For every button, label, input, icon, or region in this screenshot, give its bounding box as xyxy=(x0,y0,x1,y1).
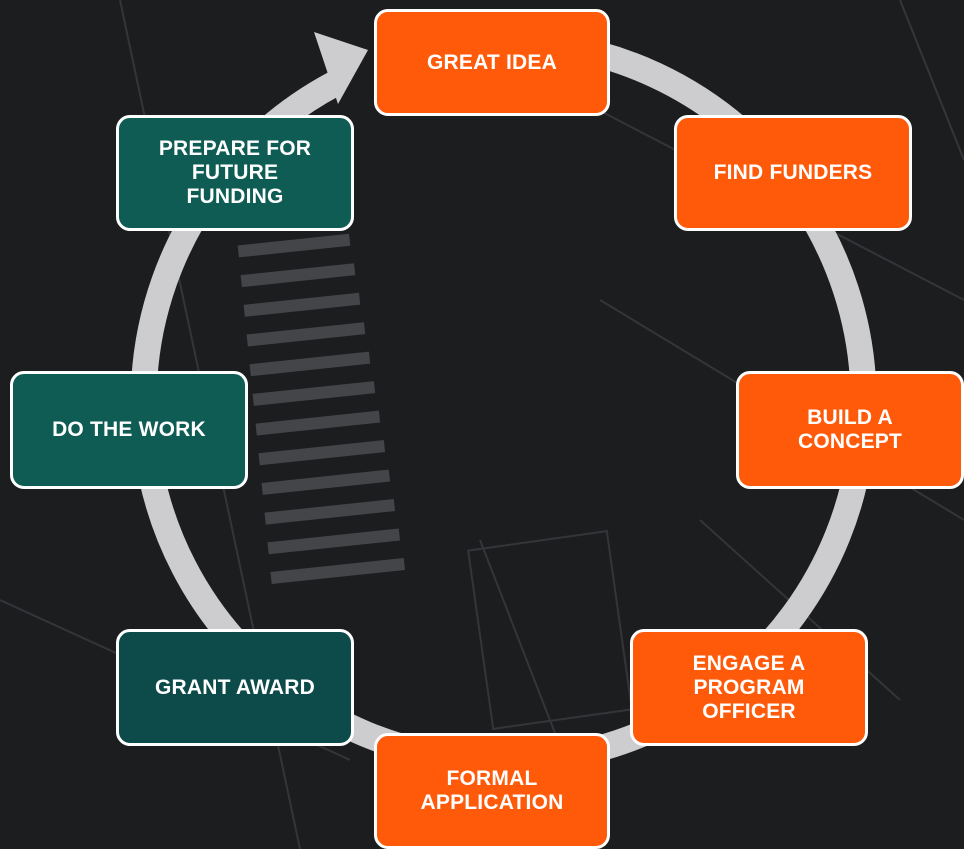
step-formal-application: FORMAL APPLICATION xyxy=(374,733,610,849)
step-grant-award: GRANT AWARD xyxy=(116,629,354,746)
step-prepare-for-future-funding: PREPARE FOR FUTURE FUNDING xyxy=(116,115,354,231)
step-great-idea: GREAT IDEA xyxy=(374,9,610,116)
cycle-arrow-head xyxy=(314,32,368,104)
background-stripes xyxy=(234,204,405,584)
step-do-the-work: DO THE WORK xyxy=(10,371,248,489)
step-engage-a-program-officer: ENGAGE A PROGRAM OFFICER xyxy=(630,629,868,746)
step-find-funders: FIND FUNDERS xyxy=(674,115,912,231)
step-build-a-concept: BUILD A CONCEPT xyxy=(736,371,964,489)
